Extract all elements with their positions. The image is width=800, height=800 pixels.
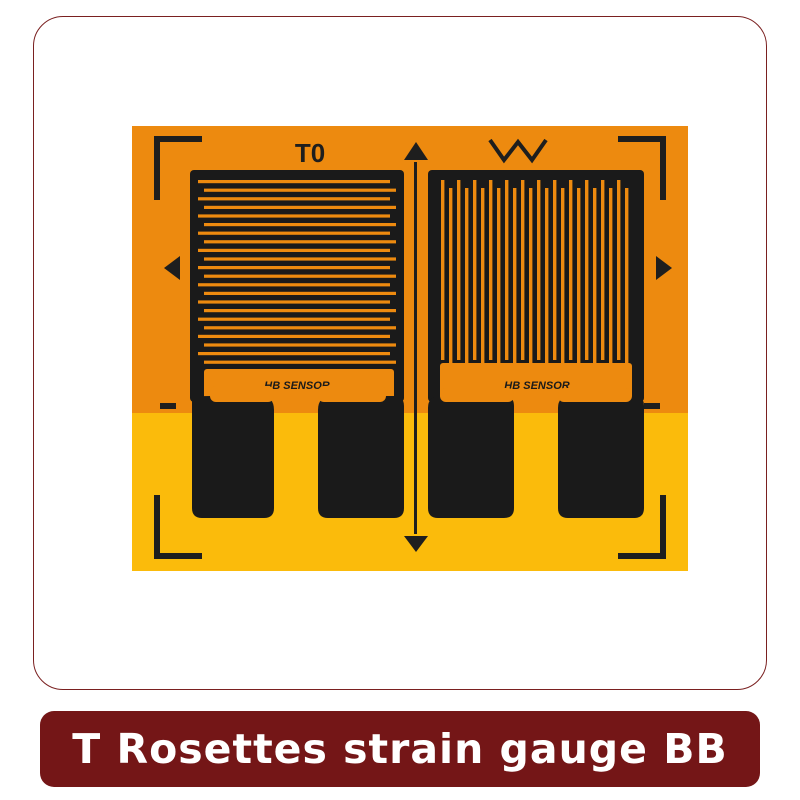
caption-bar: T Rosettes strain gauge BB (40, 711, 760, 787)
alignment-arrows (164, 142, 672, 552)
left-solder-pad-2 (318, 396, 404, 518)
arrow-down-icon (404, 536, 428, 552)
right-grid-lines (441, 180, 629, 368)
strain-gauge-image: T0 W HB SENSOR HB SENSOR (132, 126, 688, 571)
grid-label-left: T0 (295, 138, 325, 168)
logo-left: HB SENSOR (264, 380, 329, 392)
arrow-left-icon (164, 256, 180, 280)
w-mark-icon (488, 138, 548, 164)
right-solder-pad-1 (428, 396, 514, 518)
right-solder-pad-2 (558, 396, 644, 518)
corner-marks (154, 136, 666, 559)
caption-text: T Rosettes strain gauge BB (72, 725, 728, 773)
logo-right: HB SENSOR (504, 380, 569, 392)
right-gauge: HB SENSOR (428, 170, 644, 518)
left-gauge: HB SENSOR (190, 170, 404, 518)
strain-gauge-illustration: T0 W HB SENSOR HB SENSOR (132, 126, 688, 571)
left-grid-lines (198, 180, 396, 364)
arrow-right-icon (656, 256, 672, 280)
arrow-up-icon (404, 142, 428, 160)
center-divider (414, 162, 417, 534)
left-solder-pad-1 (192, 396, 274, 518)
